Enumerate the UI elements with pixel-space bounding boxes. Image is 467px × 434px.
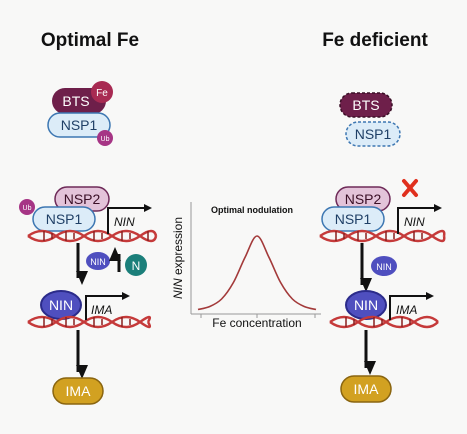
promoter-arrow-nin-right bbox=[397, 204, 442, 234]
nsp1-protein-degraded: NSP1 bbox=[345, 121, 401, 147]
chart-x-ticks bbox=[200, 314, 316, 318]
svg-text:NSP1: NSP1 bbox=[46, 211, 83, 227]
chart-title: Optimal nodulation bbox=[211, 205, 293, 215]
promoter-arrow-ima-left bbox=[85, 292, 130, 320]
fe-badge: Fe bbox=[91, 81, 113, 103]
svg-text:NSP1: NSP1 bbox=[355, 126, 392, 142]
svg-text:NSP2: NSP2 bbox=[345, 191, 382, 207]
gene-label-ima-left: IMA bbox=[91, 303, 112, 317]
ub-badge-left: Ub bbox=[19, 199, 35, 215]
promoter-arrow-nin-left bbox=[107, 204, 152, 234]
chart-ylabel: NIN expression bbox=[171, 217, 185, 299]
nin-protein-small-right: NIN bbox=[371, 256, 397, 276]
nsp1-protein-left: NSP1 bbox=[32, 206, 96, 232]
svg-text:BTS: BTS bbox=[352, 97, 379, 113]
chart-series-line bbox=[197, 235, 317, 311]
ub-badge-top: Ub bbox=[97, 130, 113, 146]
nin-protein-left: NIN bbox=[40, 290, 82, 320]
nsp2-protein-left: NSP2 bbox=[54, 186, 110, 212]
svg-text:NIN: NIN bbox=[49, 297, 73, 313]
svg-text:Ub: Ub bbox=[23, 205, 32, 212]
cross-icon bbox=[402, 179, 418, 197]
ima-protein-right: IMA bbox=[340, 375, 392, 403]
svg-text:NIN: NIN bbox=[354, 297, 378, 313]
chart-xlabel: Fe concentration bbox=[212, 316, 301, 330]
gene-label-nin-left: NIN bbox=[114, 215, 135, 229]
title-fe-deficient: Fe deficient bbox=[322, 30, 428, 51]
svg-text:IMA: IMA bbox=[354, 381, 380, 397]
ima-protein-left: IMA bbox=[52, 377, 104, 405]
svg-text:N: N bbox=[132, 259, 141, 273]
dna-nin-left bbox=[27, 229, 158, 243]
dna-nin-right bbox=[319, 229, 446, 243]
promoter-arrow-ima-right bbox=[389, 292, 434, 320]
svg-text:Ub: Ub bbox=[101, 136, 110, 143]
dna-ima-right bbox=[329, 315, 439, 329]
svg-text:NSP1: NSP1 bbox=[61, 117, 98, 133]
svg-text:NIN: NIN bbox=[376, 262, 392, 272]
svg-text:BTS: BTS bbox=[62, 93, 89, 109]
title-optimal-fe: Optimal Fe bbox=[41, 30, 139, 51]
nsp2-protein-right: NSP2 bbox=[335, 186, 391, 212]
gene-label-ima-right: IMA bbox=[396, 303, 417, 317]
svg-text:IMA: IMA bbox=[66, 383, 92, 399]
svg-text:NIN: NIN bbox=[90, 257, 106, 267]
nin-protein-small-left: NIN bbox=[86, 252, 110, 270]
svg-text:NSP1: NSP1 bbox=[335, 211, 372, 227]
gene-label-nin-right: NIN bbox=[404, 215, 425, 229]
nsp1-protein-right: NSP1 bbox=[321, 206, 385, 232]
nsp1-protein-top-left: NSP1 bbox=[47, 112, 111, 138]
svg-text:Fe: Fe bbox=[96, 88, 108, 99]
dna-ima-left bbox=[27, 315, 151, 329]
nin-protein-right: NIN bbox=[345, 290, 387, 320]
svg-text:NSP2: NSP2 bbox=[64, 191, 101, 207]
bts-protein-degraded: BTS bbox=[339, 92, 393, 118]
nitrogen-badge: N bbox=[125, 254, 147, 276]
nin-expression-chart: Optimal nodulation Fe concentration NIN … bbox=[171, 202, 321, 330]
